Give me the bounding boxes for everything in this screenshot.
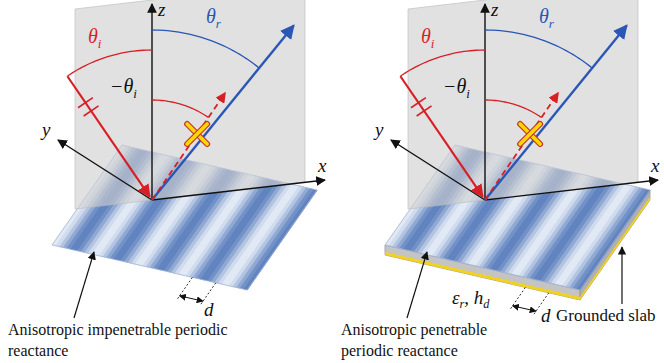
angle-arc — [152, 100, 208, 117]
incidence-plane — [408, 0, 638, 209]
angle-label: θi — [88, 26, 101, 54]
incident-wave — [400, 76, 482, 196]
reactance-stripe — [225, 185, 299, 286]
cancel-cross-outline — [520, 124, 540, 144]
reactance-stripe — [562, 186, 636, 287]
angle-label: −θi — [443, 76, 470, 104]
angle-label: θr — [206, 6, 221, 34]
cancel-cross-outline — [187, 124, 207, 144]
reactance-stripe — [229, 186, 303, 287]
cancel-cross — [520, 124, 540, 144]
reactance-stripe — [573, 188, 647, 289]
cancel-cross — [187, 124, 207, 144]
axis-label: y — [375, 120, 383, 140]
surface-label: Anisotropic penetrable periodic reactanc… — [341, 319, 541, 361]
slab-label: Grounded slab — [556, 306, 656, 326]
leader-arrow — [407, 252, 427, 318]
slab-parameter-label: εr, hd — [452, 288, 489, 314]
dimension-arrow — [513, 306, 536, 311]
cancel-cross — [187, 124, 207, 144]
angle-arc — [152, 30, 259, 68]
polarization-mark — [78, 98, 93, 108]
polarization-mark — [84, 106, 99, 116]
reactance-stripe — [236, 188, 310, 289]
angle-label: θr — [539, 6, 554, 34]
reactance-stripe — [558, 185, 632, 286]
angle-label: θi — [421, 26, 434, 54]
angle-arc — [400, 50, 485, 76]
reactance-stripe — [240, 188, 314, 289]
leader-arrow — [621, 247, 622, 304]
specular-direction — [152, 93, 225, 200]
angle-label: −θi — [110, 76, 137, 104]
incident-wave — [67, 76, 149, 196]
axis-label: y — [42, 120, 50, 140]
reactance-stripe — [569, 188, 643, 289]
incidence-plane — [75, 0, 305, 209]
axis-label: z — [491, 0, 498, 20]
reflected-wave — [152, 25, 294, 200]
dimension-arrow — [180, 296, 203, 301]
penetrable-panel — [385, 0, 658, 318]
dimension-label: d — [541, 306, 551, 326]
axis-label: x — [651, 156, 659, 176]
coordinate-axis — [484, 4, 485, 200]
specular-direction — [485, 93, 558, 200]
leader-arrow — [74, 252, 94, 318]
cancel-cross-outline — [187, 124, 207, 144]
angle-arc — [485, 100, 541, 117]
axis-label: z — [158, 0, 165, 20]
coordinate-axis — [152, 180, 325, 200]
angle-arc — [67, 50, 152, 76]
dimension-label: d — [204, 300, 214, 320]
coordinate-axis — [391, 140, 485, 200]
coordinate-axis — [485, 180, 658, 200]
reactance-stripe — [576, 189, 650, 290]
polarization-mark — [417, 106, 432, 116]
reactance-stripe — [566, 187, 640, 288]
reactance-stripe — [233, 187, 307, 288]
reactance-stripe — [243, 189, 317, 290]
cancel-cross — [520, 124, 540, 144]
coordinate-axis — [58, 140, 152, 200]
cancel-cross-outline — [520, 124, 540, 144]
polarization-mark — [411, 98, 426, 108]
reflected-wave — [485, 25, 627, 200]
coordinate-axis — [151, 4, 152, 200]
angle-arc — [485, 30, 592, 68]
surface-label: Anisotropic impenetrable periodic reacta… — [8, 319, 238, 361]
impenetrable-panel — [52, 0, 325, 318]
axis-label: x — [318, 156, 326, 176]
